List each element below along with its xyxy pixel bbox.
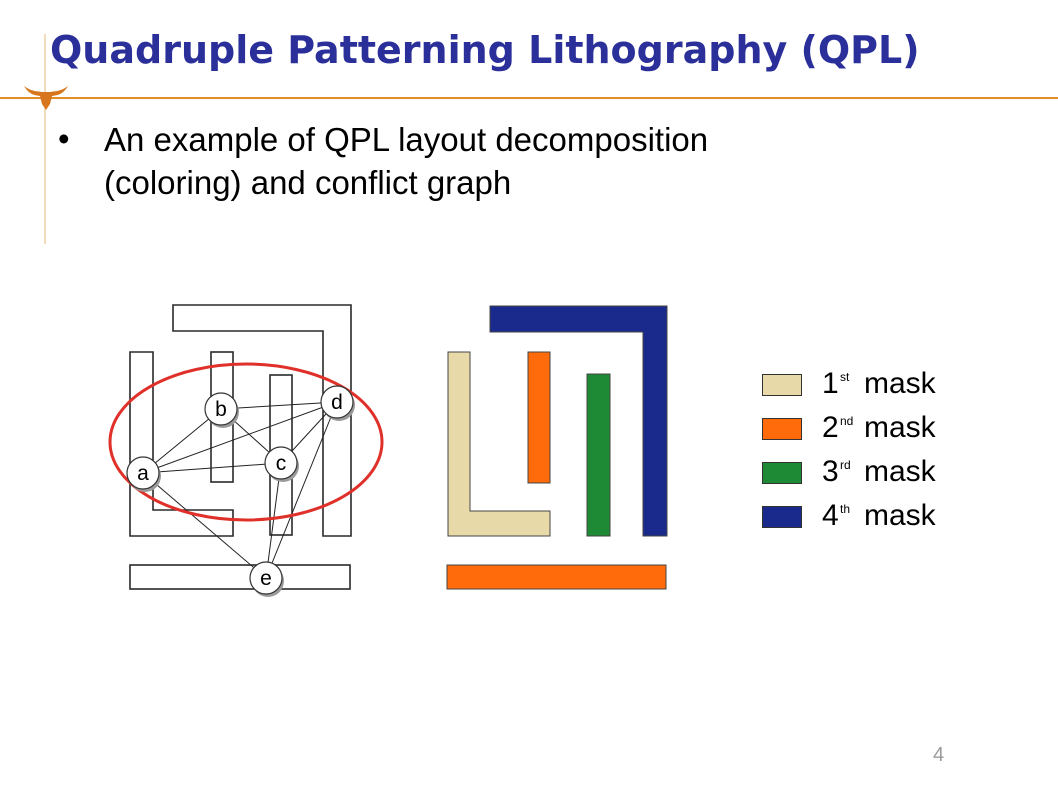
bullet-marker: • [58, 120, 70, 157]
legend-word-3: mask [864, 455, 936, 488]
node-d: d [320, 385, 355, 421]
colored-layout [446, 305, 668, 590]
layout-pattern-left-bracket [129, 351, 234, 537]
node-e: e [249, 561, 284, 597]
node-label-c: c [276, 452, 287, 475]
mask2-bar [527, 351, 551, 484]
bullet-text: An example of QPL layout decomposition (… [104, 118, 944, 204]
legend-number-4: 4 [822, 499, 839, 532]
legend-item-3: 3 rd mask [760, 454, 1000, 494]
edge-b-d [220, 401, 338, 410]
legend-suffix-1: st [840, 370, 850, 384]
node-c: c [264, 446, 299, 482]
edge-c-e [265, 462, 282, 579]
legend-swatch-1 [762, 374, 802, 396]
node-label-e: e [260, 567, 272, 590]
legend-item-2: 2 nd mask [760, 410, 1000, 450]
legend-swatch-4 [762, 506, 802, 528]
node-a: a [126, 456, 161, 492]
edge-a-b [142, 408, 222, 474]
legend-word-1: mask [864, 367, 936, 400]
edge-a-e [142, 472, 267, 579]
edge-d-e [265, 401, 338, 579]
mask2-bottom-bar [446, 564, 667, 590]
node-label-a: a [137, 462, 149, 485]
legend-word-4: mask [864, 499, 936, 532]
vertical-rule [44, 34, 46, 244]
layout-outline [129, 304, 352, 590]
conflict-edges [142, 401, 338, 579]
highlight-ellipse [108, 362, 384, 522]
layout-pattern-bottom-bar [129, 564, 351, 590]
legend-swatch-3 [762, 462, 802, 484]
edge-a-d [142, 401, 338, 474]
legend-word-2: mask [864, 411, 936, 444]
legend-number-3: 3 [822, 455, 839, 488]
node-b: b [204, 392, 239, 428]
legend-item-4: 4 th mask [760, 498, 1000, 538]
legend-swatch-2 [762, 418, 802, 440]
node-label-d: d [331, 391, 343, 414]
bullet-text-line-2: (coloring) and conflict graph [104, 164, 512, 201]
header-rule [0, 97, 1058, 99]
legend-suffix-4: th [840, 502, 851, 516]
mask4-pattern [489, 305, 668, 537]
legend-number-1: 1 [822, 367, 839, 400]
page-number: 4 [933, 744, 945, 766]
longhorn-logo-icon [24, 86, 68, 110]
layout-pattern-top-bracket [172, 304, 352, 537]
legend-item-1: 1 st mask [760, 366, 1000, 406]
mask3-bar [586, 373, 611, 537]
bullet-text-line-1: An example of QPL layout decomposition [104, 121, 709, 158]
legend-suffix-2: nd [840, 414, 854, 428]
edge-a-c [142, 462, 282, 474]
mask1-pattern [447, 351, 551, 537]
legend-suffix-3: rd [840, 458, 851, 472]
node-label-b: b [215, 398, 227, 421]
slide-title: Quadruple Patterning Lithography (QPL) [50, 28, 920, 72]
legend-number-2: 2 [822, 411, 839, 444]
